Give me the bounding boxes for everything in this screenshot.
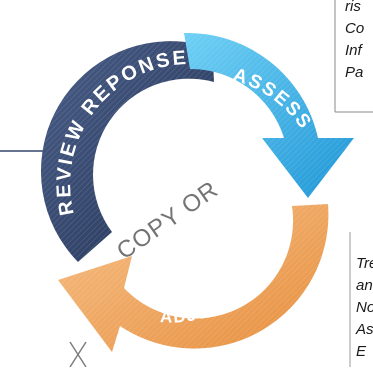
text-bottom-line: No xyxy=(356,299,373,316)
text-top-line: Inf xyxy=(345,42,362,59)
text-block-top: ris Co Inf Pa xyxy=(345,0,364,84)
text-top-line: ris xyxy=(345,0,361,15)
review-reponse-arrow xyxy=(40,40,215,262)
watermark-glyph xyxy=(69,341,87,368)
adjust-arrow xyxy=(58,204,329,352)
text-bottom-line: E xyxy=(356,343,367,360)
text-block-bottom: Tre an No As E xyxy=(356,253,373,363)
text-bottom-line: Tre xyxy=(356,255,373,272)
assess-arrow xyxy=(184,32,354,199)
text-top-line: Co xyxy=(345,20,365,37)
text-bottom-line: an xyxy=(356,277,373,294)
text-top-line: Pa xyxy=(345,64,364,81)
text-bottom-line: As xyxy=(356,321,373,338)
